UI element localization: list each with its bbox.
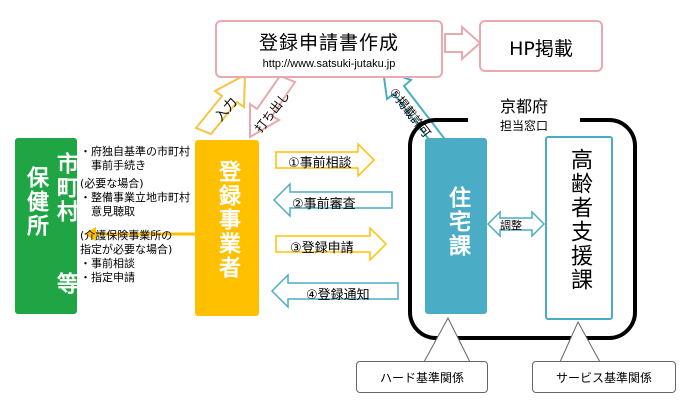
note-line: ・府独自基準の市町村 [80,145,190,158]
municipality-box: 市町村 保健所 等 [15,138,78,314]
callout-service-text: サービス基準関係 [555,371,652,385]
arrow-print [249,74,297,139]
form-creation-box: 登録申請書作成 http://www.satsuki-jutaku.jp [215,20,443,78]
municipality-col2: 保健所 [23,166,48,238]
form-title: 登録申請書作成 [258,32,399,54]
arrow-step3 [275,226,388,262]
arrow-step1 [275,142,376,178]
arrow-to-hp [444,24,482,62]
label-step1: ①事前相談 [288,156,352,171]
hp-label: HP掲載 [509,38,573,60]
url-text: http://www.satsuki-jutaku.jp [262,58,396,70]
arrow-input [194,73,247,136]
callout-service-tail [559,320,601,363]
elderly-label: 高齢者支援課 [567,148,592,292]
arrow-left-head [84,227,96,241]
arrow-step4 [270,273,399,309]
note-line: ・事前相談 [80,257,135,270]
callout-service: サービス基準関係 [532,361,676,393]
note-line: (介護保険事業所の [80,229,173,242]
callout-hard: ハード基準関係 [356,361,488,393]
housing-box: 住宅課 [425,138,487,314]
arrow-step2 [272,182,393,218]
note-line: ・指定申請 [80,271,135,284]
prefecture-name: 京都府 [499,97,548,116]
note-line: 事前手続き [80,159,146,172]
prefecture-window: 担当窓口 [499,119,548,133]
elderly-box: 高齢者支援課 [545,136,613,320]
label-step2: ②事前審査 [292,197,356,212]
label-step3: ③登録申請 [290,241,354,256]
prefecture-header: 京都府 担当窓口 [468,93,580,134]
label-adjust: 調整 [500,219,522,232]
municipality-col1: 市町村 [53,152,78,224]
hp-box: HP掲載 [479,20,603,72]
arrow-adjust [486,210,546,238]
note-line: (必要な場合) [80,177,144,190]
registrant-label: 登録事業者 [215,160,240,280]
registrant-box: 登録事業者 [195,140,259,316]
municipality-etc: 等 [53,272,78,296]
note-line: ・整備事業立地市町村 [80,191,190,204]
left-notes: ・府独自基準の市町村 事前手続き (必要な場合) ・整備事業立地市町村 意見聴取… [80,145,198,285]
housing-label: 住宅課 [445,186,470,258]
note-line: 意見聴取 [80,205,135,218]
callout-hard-text: ハード基準関係 [379,371,464,385]
note-line: 指定が必要な場合) [80,243,173,256]
label-step4: ④登録通知 [306,288,370,303]
